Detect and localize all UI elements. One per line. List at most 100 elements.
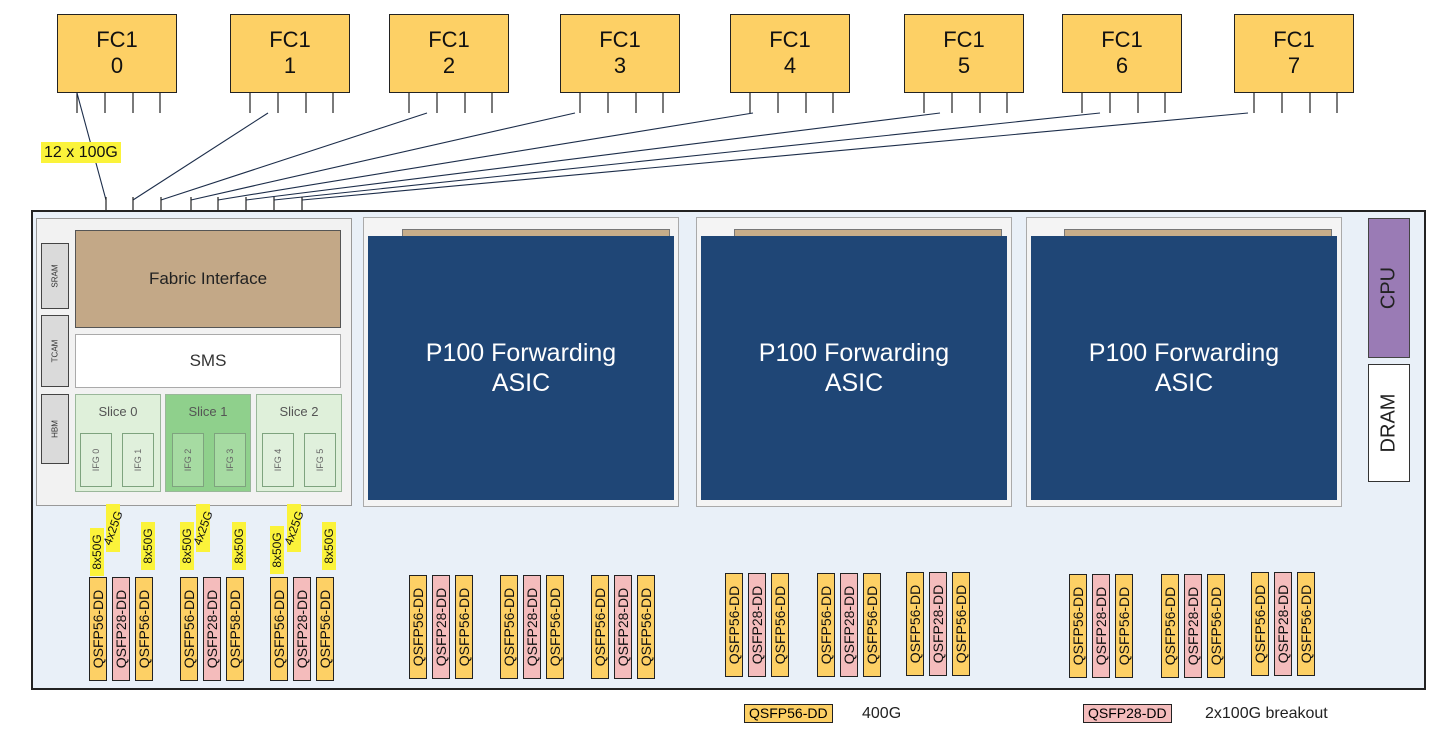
port-label: QSFP56-DD: [317, 589, 333, 669]
fabric-card-4-index: 4: [783, 53, 797, 78]
port-label: QSFP28-DD: [930, 584, 946, 664]
port-label: QSFP56-DD: [1298, 584, 1314, 664]
port-label: QSFP56-DD: [1208, 586, 1224, 666]
hbm-block: HBM: [41, 394, 69, 464]
ifg-4-label: IFG 4: [273, 448, 283, 472]
port-label: QSFP28-DD: [615, 587, 631, 667]
port-label: QSFP56-DD: [726, 585, 742, 665]
asic-1-title: P100 Forwarding: [425, 339, 617, 367]
fabric-card-6-index: 6: [1115, 53, 1129, 78]
port-qsfp28-dd: QSFP28-DD: [840, 573, 858, 677]
asic-1-subtitle: ASIC: [491, 369, 551, 397]
fabric-card-0: FC1 0: [57, 14, 177, 93]
fabric-link: [190, 112, 576, 201]
fabric-card-4-name: FC1: [769, 27, 811, 52]
port-label: QSFP28-DD: [433, 587, 449, 667]
port-qsfp56-dd: QSFP56-DD: [546, 575, 564, 679]
fabric-card-6: FC1 6: [1062, 14, 1182, 93]
port-qsfp56-dd: QSFP56-DD: [1251, 572, 1269, 676]
port-label: QSFP56-DD: [592, 587, 608, 667]
port-label: QSFP28-DD: [204, 589, 220, 669]
port-qsfp28-dd: QSFP28-DD: [1274, 572, 1292, 676]
port-label: QSFP56-DD: [410, 587, 426, 667]
port-label: QSFP56-DD: [456, 587, 472, 667]
speed-label: 8x50G: [232, 522, 246, 570]
legend-qsfp56-swatch: QSFP56-DD: [744, 704, 833, 723]
forwarding-asic-3: P100 Forwarding ASIC: [1031, 236, 1337, 500]
port-label: QSFP28-DD: [841, 585, 857, 665]
port-label: QSFP56-DD: [1252, 584, 1268, 664]
fabric-card-3-name: FC1: [599, 27, 641, 52]
port-label: QSFP56-DD: [1070, 586, 1086, 666]
port-label: QSFP56-DD: [953, 584, 969, 664]
port-qsfp56-dd: QSFP56-DD: [1207, 574, 1225, 678]
port-qsfp56-dd: QSFP56-DD: [500, 575, 518, 679]
fabric-link: [301, 112, 1249, 201]
port-qsfp28-dd: QSFP28-DD: [1092, 574, 1110, 678]
port-qsfp56-dd: QSFP56-DD: [316, 577, 334, 681]
port-qsfp56-dd: QSFP56-DD: [906, 572, 924, 676]
port-label: QSFP56-DD: [501, 587, 517, 667]
fabric-card-1-index: 1: [283, 53, 297, 78]
sram-label: SRAM: [50, 264, 60, 288]
forwarding-asic-2: P100 Forwarding ASIC: [701, 236, 1007, 500]
fabric-link: [132, 112, 269, 201]
port-qsfp56-dd: QSFP56-DD: [591, 575, 609, 679]
port-label: QSFP56-DD: [818, 585, 834, 665]
port-qsfp56-dd: QSFP56-DD: [863, 573, 881, 677]
port-qsfp28-dd: QSFP28-DD: [614, 575, 632, 679]
port-label: QSFP56-DD: [271, 589, 287, 669]
port-label: QSFP56-DD: [181, 589, 197, 669]
cpu-label: CPU: [1377, 266, 1400, 310]
port-qsfp28-dd: QSFP28-DD: [748, 573, 766, 677]
fabric-link: [160, 112, 428, 201]
port-qsfp56-dd: QSFP56-DD: [455, 575, 473, 679]
fabric-card-2-name: FC1: [428, 27, 470, 52]
port-label: QSFP56-DD: [90, 589, 106, 669]
port-qsfp28-dd: QSFP28-DD: [203, 577, 221, 681]
port-label: QSFP28-DD: [294, 589, 310, 669]
port-label: QSFP56-DD: [772, 585, 788, 665]
legend-qsfp28-swatch: QSFP28-DD: [1083, 704, 1172, 723]
fabric-card-5-index: 5: [957, 53, 971, 78]
fabric-card-4: FC1 4: [730, 14, 850, 93]
speed-label: 4x25G: [100, 504, 126, 552]
port-label: QSFP56-DD: [136, 589, 152, 669]
fabric-link-speed-label: 12 x 100G: [41, 142, 121, 163]
legend-qsfp56-text: 400G: [862, 705, 902, 722]
port-qsfp28-dd: QSFP28-DD: [293, 577, 311, 681]
port-qsfp56-dd: QSFP56-DD: [952, 572, 970, 676]
fabric-card-0-name: FC1: [96, 27, 138, 52]
port-label: QSFP28-DD: [524, 587, 540, 667]
port-qsfp56-dd: QSFP56-DD: [180, 577, 198, 681]
speed-label: 8x50G: [90, 528, 104, 576]
fabric-card-3: FC1 3: [560, 14, 680, 93]
fabric-card-1-name: FC1: [269, 27, 311, 52]
port-label: QSFP28-DD: [113, 589, 129, 669]
fabric-card-2-index: 2: [442, 53, 456, 78]
ifg-0: IFG 0: [80, 433, 112, 487]
port-label: QSFP56-DD: [547, 587, 563, 667]
slice-1: Slice 1 IFG 2 IFG 3: [165, 394, 251, 492]
port-qsfp56-dd: QSFP56-DD: [1161, 574, 1179, 678]
port-qsfp28-dd: QSFP28-DD: [112, 577, 130, 681]
speed-label: 8x50G: [322, 522, 336, 570]
port-label: QSFP28-DD: [1093, 586, 1109, 666]
hbm-label: HBM: [50, 420, 60, 438]
port-qsfp56-dd: QSFP56-DD: [409, 575, 427, 679]
dram-block: DRAM: [1368, 364, 1410, 482]
port-qsfp56-dd: QSFP56-DD: [135, 577, 153, 681]
fabric-card-0-index: 0: [110, 53, 124, 78]
fabric-link: [245, 112, 941, 201]
slice-1-label: Slice 1: [188, 404, 228, 419]
port-label: QSFP28-DD: [1185, 586, 1201, 666]
speed-label-text: 8x50G: [180, 528, 194, 564]
fabric-link: [273, 112, 1101, 201]
port-qsfp28-dd: QSFP28-DD: [523, 575, 541, 679]
speed-label: 8x50G: [270, 526, 284, 574]
port-label: QSFP56-DD: [638, 587, 654, 667]
port-qsfp28-dd: QSFP28-DD: [1184, 574, 1202, 678]
cpu-block: CPU: [1368, 218, 1410, 358]
port-qsfp28-dd: QSFP28-DD: [929, 572, 947, 676]
